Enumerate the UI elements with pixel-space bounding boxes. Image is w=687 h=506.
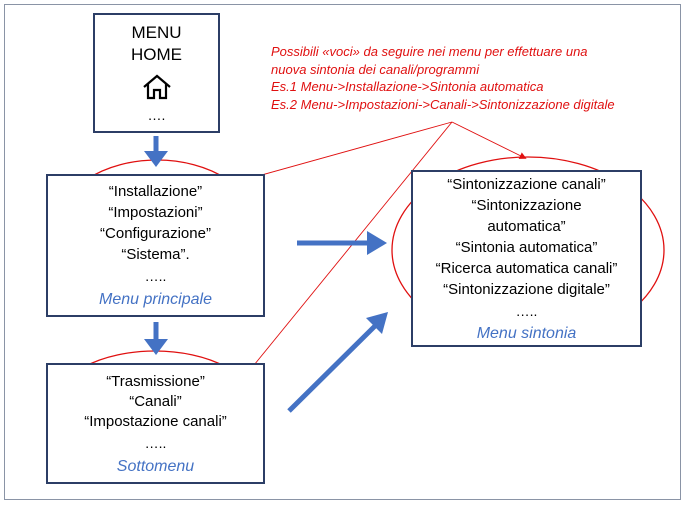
annotation-line: Es.1 Menu->Installazione->Sintonia autom… bbox=[271, 79, 544, 94]
arrow-submenu-to-tuning bbox=[287, 312, 388, 413]
home-menu-title: MENU bbox=[131, 23, 182, 42]
arrow-main-to-tuning bbox=[297, 231, 387, 255]
tuning-menu-item: “Sintonizzazione digitale” bbox=[443, 281, 610, 298]
tuning-menu-item: “Sintonizzazione canali” bbox=[447, 176, 606, 193]
main-menu-caption: Menu principale bbox=[99, 291, 212, 308]
tuning-menu-item: automatica” bbox=[487, 218, 566, 235]
submenu-item: “Impostazione canali” bbox=[84, 413, 227, 430]
main-menu-item: “Sistema”. bbox=[121, 246, 190, 263]
home-menu-subtitle: HOME bbox=[131, 45, 182, 64]
submenu-box: “Trasmissione” “Canali” “Impostazione ca… bbox=[46, 363, 265, 484]
diagram-frame bbox=[4, 4, 681, 500]
submenu-caption: Sottomenu bbox=[116, 458, 195, 475]
house-icon bbox=[142, 73, 172, 101]
tuning-menu-item: “Ricerca automatica canali” bbox=[435, 260, 618, 277]
pointer-to-submenu bbox=[248, 121, 453, 372]
submenu-item: “Canali” bbox=[129, 393, 182, 410]
main-menu-item: “Configurazione” bbox=[100, 225, 211, 242]
main-menu-box: “Installazione” “Impostazioni” “Configur… bbox=[46, 174, 265, 317]
tuning-menu-ellipsis: ….. bbox=[515, 303, 538, 319]
main-menu-item: “Impostazioni” bbox=[108, 204, 203, 221]
annotation-line: Es.2 Menu->Impostazioni->Canali->Sintoni… bbox=[271, 96, 615, 112]
arrow-main-to-submenu bbox=[144, 322, 168, 355]
home-menu-box: MENU HOME …. bbox=[93, 13, 220, 133]
annotation-note: Possibili «voci» da seguire nei menu per… bbox=[271, 43, 615, 113]
pointer-to-tuning-menu bbox=[451, 121, 527, 159]
home-menu-ellipsis: …. bbox=[147, 107, 166, 123]
main-menu-item: “Installazione” bbox=[108, 183, 203, 200]
tuning-menu-caption: Menu sintonia bbox=[476, 325, 577, 342]
main-menu-ellipsis: ….. bbox=[144, 268, 167, 284]
tuning-menu-item: “Sintonizzazione bbox=[471, 197, 582, 214]
annotation-line: Possibili «voci» da seguire nei menu per… bbox=[271, 44, 588, 59]
arrow-home-to-main bbox=[144, 136, 168, 167]
tuning-menu-box: “Sintonizzazione canali” “Sintonizzazion… bbox=[411, 170, 642, 347]
submenu-item: “Trasmissione” bbox=[106, 373, 205, 390]
annotation-line: nuova sintonia dei canali/programmi bbox=[271, 61, 480, 77]
submenu-ellipsis: ….. bbox=[144, 435, 167, 451]
tuning-menu-item: “Sintonia automatica” bbox=[455, 239, 598, 256]
